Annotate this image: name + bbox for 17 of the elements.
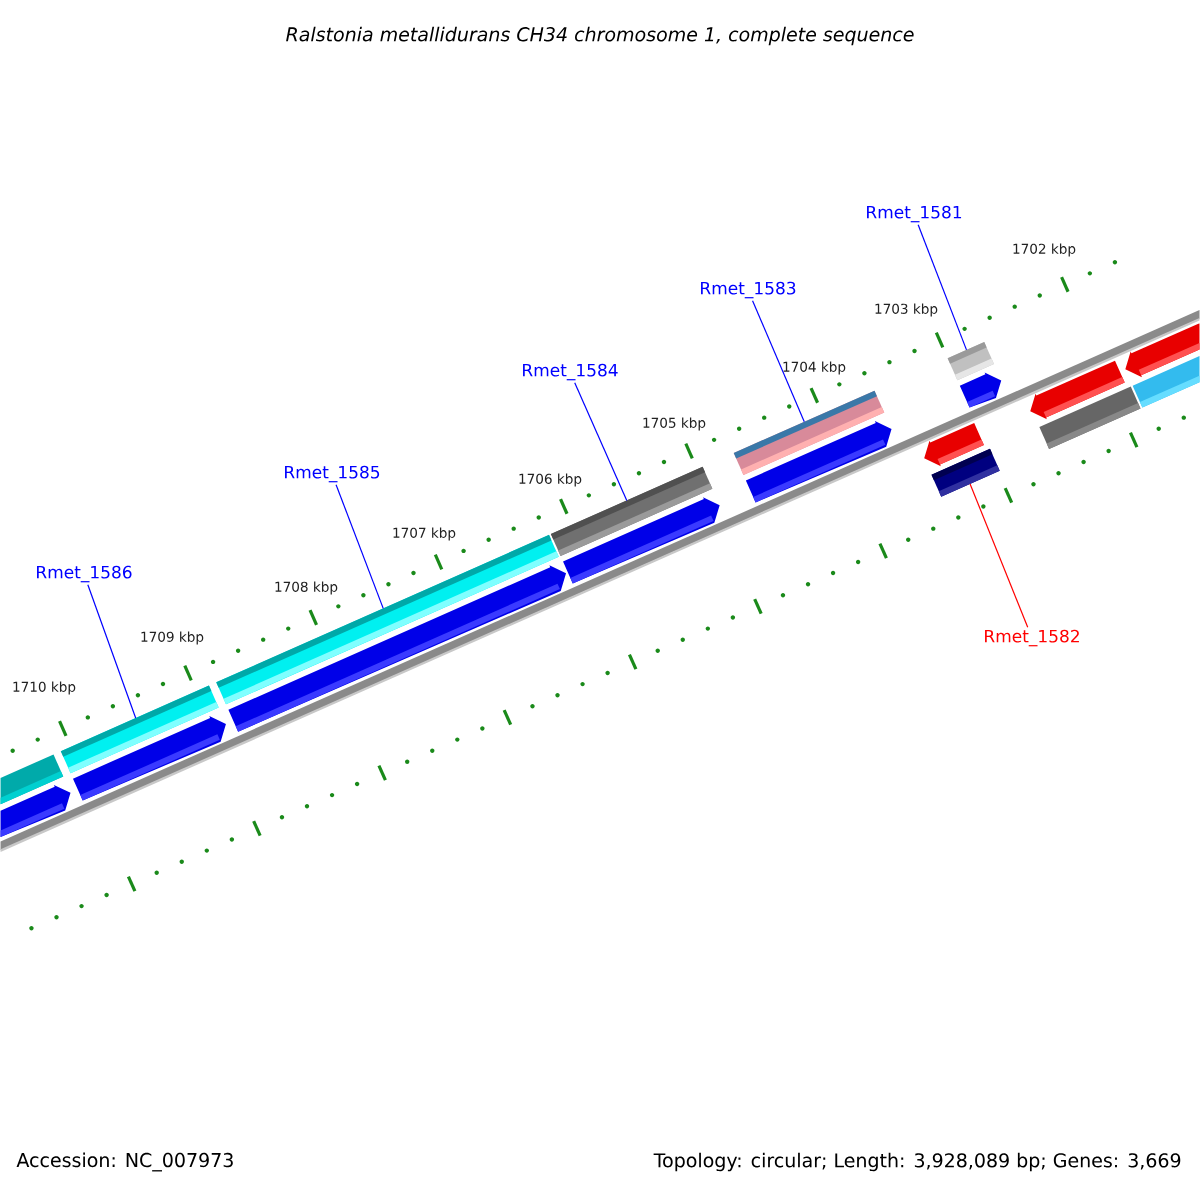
leader-line: [574, 382, 628, 502]
gene-label: Rmet_1582: [985, 629, 1079, 647]
gene-label: Rmet_1585: [285, 465, 380, 483]
gene-block: [931, 448, 1000, 497]
accession-text: Accession: NC_007973: [16, 1152, 233, 1172]
leader-line: [969, 483, 1029, 628]
gene-label: Rmet_1584: [523, 363, 618, 381]
gene-label: Rmet_1581: [867, 205, 962, 223]
gene-block: [947, 342, 994, 381]
leader-line: [917, 224, 968, 351]
leader-line: [752, 300, 805, 423]
title: Ralstonia metallidurans CH34 chromosome 1, complete sequence: [286, 26, 914, 46]
gene-label: Rmet_1583: [701, 281, 796, 299]
topology-text: Topology: circular; Length: 3,928,089 bp; Genes: 3,669: [653, 1152, 1181, 1172]
gene-block: [733, 390, 885, 475]
gene-label: Rmet_1586: [37, 565, 132, 583]
gene-block: [550, 466, 713, 556]
